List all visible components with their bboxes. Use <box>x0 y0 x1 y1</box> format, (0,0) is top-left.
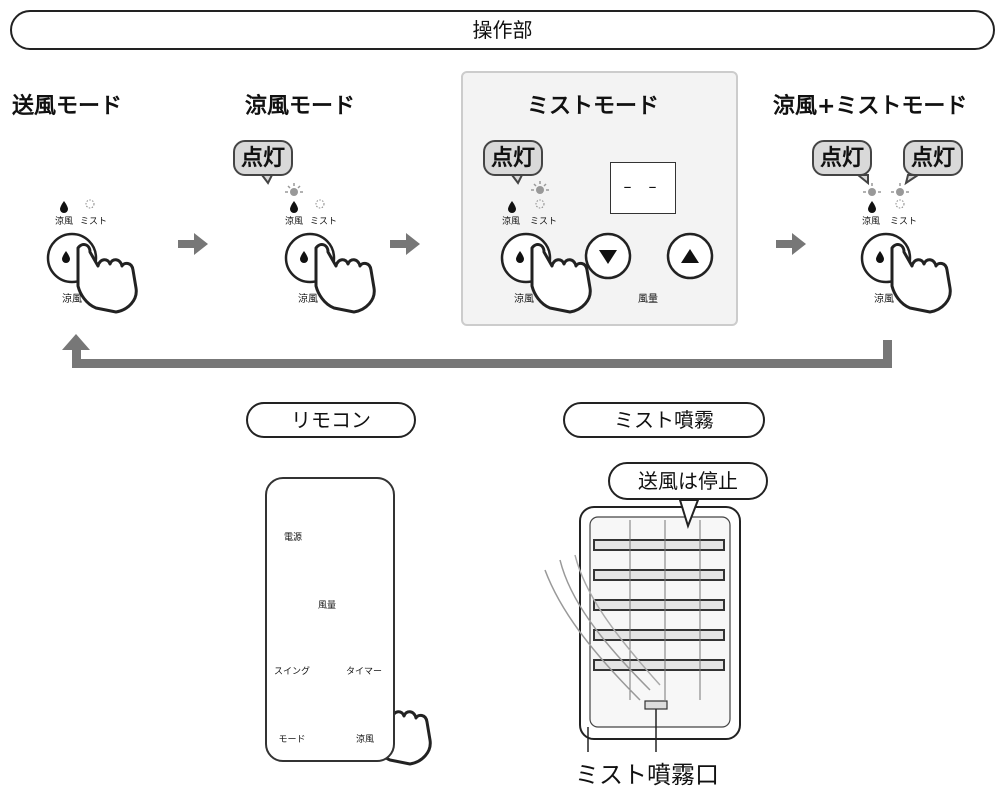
remote-cool-label: 涼風 <box>355 735 374 745</box>
fan-down-button <box>584 232 632 280</box>
fan-up-button <box>666 232 714 280</box>
fan-speed-label: 風量 <box>638 294 658 305</box>
header-title: 操作部 <box>472 18 533 42</box>
led-label-cool: 涼風 <box>285 217 304 227</box>
led-indicator-mist <box>508 181 549 213</box>
led-label-mist: ミスト <box>530 217 558 227</box>
cool-button-label: 涼風 <box>514 294 534 305</box>
led-label-mist: ミスト <box>890 217 918 227</box>
mode-title-fan: 送風モード <box>12 94 123 119</box>
lit-callout-cool-mist-2: 点灯 <box>903 140 964 176</box>
hand-pointer-icon <box>890 243 952 314</box>
remote-swing-label: スイング <box>273 667 310 677</box>
mist-outlet-label: ミスト噴霧口 <box>575 761 719 789</box>
lit-callout-cool-mist-1: 点灯 <box>812 140 873 176</box>
callout-tail <box>855 174 869 186</box>
arrow-right-icon <box>178 233 806 255</box>
led-label-cool: 涼風 <box>502 217 521 227</box>
led-indicator-cool-mist <box>863 183 909 213</box>
remote-control <box>265 477 395 762</box>
mist-mode-panel <box>461 71 738 326</box>
callout-tail <box>678 499 700 530</box>
mode-title-cool-mist: 涼風+ミストモード <box>773 94 968 119</box>
fan-speed-display: – – <box>610 162 676 214</box>
fan-stop-callout: 送風は停止 <box>608 462 768 500</box>
led-label-mist: ミスト <box>310 217 338 227</box>
callout-tail <box>260 174 274 185</box>
led-label-cool: 涼風 <box>862 217 881 227</box>
lit-callout-mist: 点灯 <box>483 140 544 176</box>
remote-power-label: 電源 <box>283 533 302 543</box>
remote-timer-label: タイマー <box>345 667 382 677</box>
cool-button-label: 涼風 <box>874 294 894 305</box>
remote-section-title: リモコン <box>246 402 416 438</box>
led-label-mist: ミスト <box>80 217 108 227</box>
led-indicator-cool <box>285 183 325 213</box>
cool-button-label: 涼風 <box>298 294 318 305</box>
hand-pointer-icon <box>530 243 592 314</box>
led-label-cool: 涼風 <box>55 217 74 227</box>
hand-pointer-icon <box>314 243 376 314</box>
callout-tail <box>510 174 524 185</box>
remote-fan-speed-label: 風量 <box>317 601 336 611</box>
callout-tail <box>904 174 922 186</box>
remote-mode-label: モード <box>278 735 306 745</box>
mode-title-cool: 涼風モード <box>245 94 356 119</box>
hand-pointer-icon <box>76 243 138 314</box>
mist-section-title: ミスト噴霧 <box>563 402 765 438</box>
cool-button-label: 涼風 <box>62 294 82 305</box>
mode-title-mist: ミストモード <box>527 94 660 119</box>
fan-unit-illustration <box>544 506 741 752</box>
header-bar <box>10 10 995 50</box>
loop-back-arrow <box>62 334 892 368</box>
led-indicator-fan <box>60 199 95 213</box>
